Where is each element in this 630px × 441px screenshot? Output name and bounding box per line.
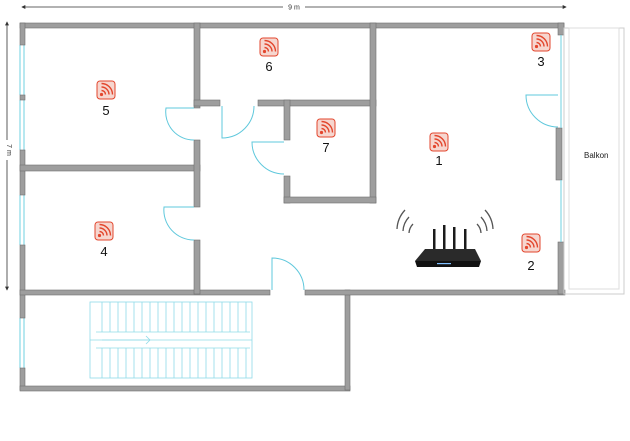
- wifi-signal-icon: [316, 118, 336, 138]
- left-windows: [19, 45, 25, 368]
- room-3: 3: [531, 32, 551, 69]
- room-label: 3: [537, 54, 544, 69]
- width-label: 9 m: [288, 5, 300, 12]
- room-label: 7: [322, 140, 329, 155]
- room-label: 5: [102, 103, 109, 118]
- height-label: 7 m: [5, 144, 12, 156]
- wifi-signal-icon: [531, 32, 551, 52]
- room-label: 1: [435, 153, 442, 168]
- room-label: 6: [265, 59, 272, 74]
- wifi-signal-icon: [521, 233, 541, 253]
- width-dimension: 9 m: [21, 3, 567, 12]
- staircase: [89, 301, 253, 379]
- room-1: 1: [429, 132, 449, 168]
- height-dimension: 7 m: [3, 21, 12, 291]
- doors: [163, 94, 559, 291]
- balcony: Balkon: [560, 27, 625, 295]
- walls: [19, 22, 566, 392]
- room-2: 2: [521, 233, 541, 273]
- wifi-signal-icon: [429, 132, 449, 152]
- room-label: 4: [100, 244, 107, 259]
- room-4: 4: [94, 221, 114, 259]
- room-7: 7: [316, 118, 336, 155]
- balcony-label: Balkon: [584, 151, 608, 160]
- wifi-signal-icon: [94, 221, 114, 241]
- room-5: 5: [96, 80, 116, 118]
- wifi-signal-icon: [259, 37, 279, 57]
- wifi-router-icon: [396, 209, 494, 267]
- room-label: 2: [527, 258, 534, 273]
- wifi-signal-icon: [96, 80, 116, 100]
- room-6: 6: [259, 37, 279, 74]
